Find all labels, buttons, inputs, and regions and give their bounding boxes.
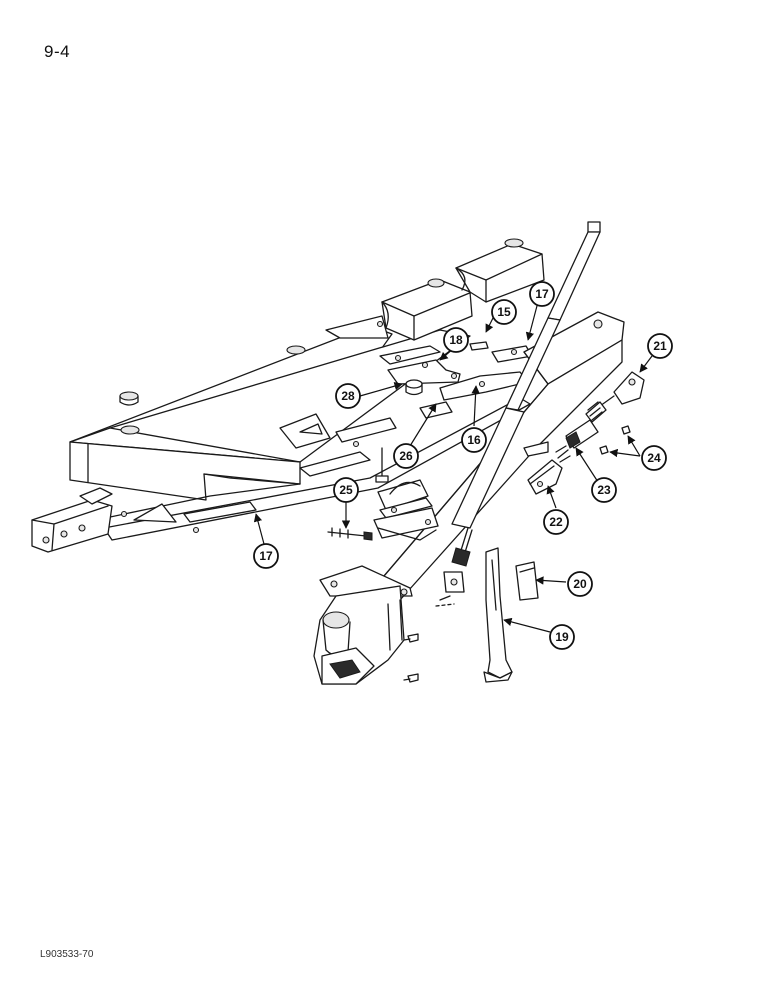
callout-25: 25 (333, 477, 359, 503)
callout-26: 26 (393, 443, 419, 469)
callout-24: 24 (641, 445, 667, 471)
upper-mounting-plates (379, 341, 533, 401)
callout-16: 16 (461, 427, 487, 453)
callout-number: 16 (467, 433, 481, 447)
callout-number: 28 (341, 389, 355, 403)
callout-number: 22 (549, 515, 563, 529)
callout-number: 26 (399, 449, 413, 463)
upper-tube-section (325, 238, 545, 341)
figure-code: L903533-70 (40, 949, 94, 960)
callout-17-lower: 17 (253, 543, 279, 569)
lower-frame-plate (31, 397, 531, 553)
callout-number: 23 (597, 483, 611, 497)
frame-bolt (375, 447, 389, 483)
leader-lines (253, 301, 653, 633)
callout-23: 23 (591, 477, 617, 503)
callout-number: 21 (653, 339, 667, 353)
callout-20: 20 (567, 571, 593, 597)
bolt-25 (327, 527, 373, 541)
callout-17-upper: 17 (529, 281, 555, 307)
callout-number: 15 (497, 305, 511, 319)
callout-number: 17 (259, 549, 273, 563)
callout-number: 17 (535, 287, 549, 301)
callout-number: 25 (339, 483, 353, 497)
callout-number: 24 (647, 451, 661, 465)
callout-19: 19 (549, 624, 575, 650)
hydraulic-cylinder (443, 221, 601, 593)
callout-number: 19 (555, 630, 569, 644)
callout-number: 20 (573, 577, 587, 591)
callout-28: 28 (335, 383, 361, 409)
callout-number: 18 (449, 333, 463, 347)
callout-15: 15 (491, 299, 517, 325)
callout-18: 18 (443, 327, 469, 353)
callout-21: 21 (647, 333, 673, 359)
callout-22: 22 (543, 509, 569, 535)
jack-stand-leg (483, 547, 513, 683)
turnbuckle-link (515, 371, 645, 601)
page-number: 9-4 (44, 42, 71, 61)
